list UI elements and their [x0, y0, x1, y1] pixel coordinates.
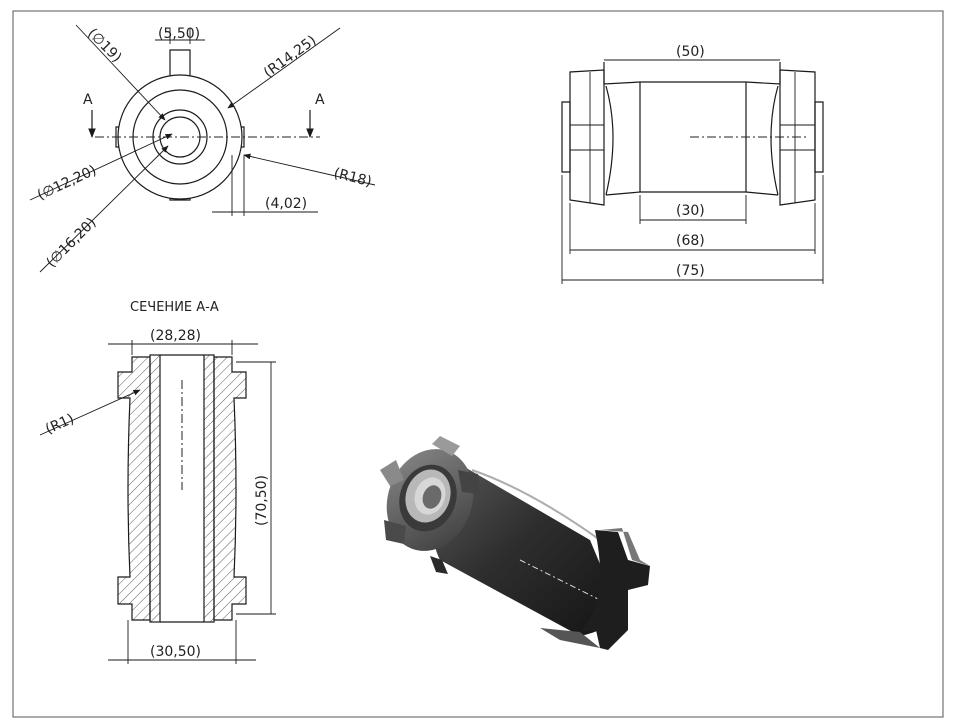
dim-50: (50): [676, 44, 705, 60]
dim-4-02: (4,02): [265, 196, 307, 212]
dim-r14-25: (R14,25): [261, 33, 320, 82]
side-view: (50) (30) (68) (75): [561, 44, 824, 284]
section-mark-left: A: [83, 92, 93, 108]
dim-75: (75): [676, 263, 705, 279]
dim-d19: (∅19): [84, 26, 124, 66]
dim-5-50: (5,50): [158, 26, 200, 42]
dim-30: (30): [676, 203, 705, 219]
sheet-frame: [12, 10, 944, 718]
dim-d12-20: (∅12,20): [35, 162, 99, 203]
section-title: СЕЧЕНИЕ А-А: [130, 300, 219, 315]
dim-r1: (R1): [43, 411, 77, 438]
section-view: СЕЧЕНИЕ А-А (28,28) (R1) (70,50) (30,50): [39, 300, 276, 664]
bushing-3d-view: [380, 436, 650, 650]
dim-28-28: (28,28): [150, 328, 201, 344]
section-mark-right: A: [315, 92, 325, 108]
dim-68: (68): [676, 233, 705, 249]
dim-30-50: (30,50): [150, 644, 201, 660]
top-view: A A (∅19) (5,50) (R14,25) (∅12,20) (∅16,…: [29, 24, 376, 273]
dim-70-50: (70,50): [254, 475, 270, 526]
dim-d16-20: (∅16,20): [44, 215, 100, 271]
dim-r18: (R18): [332, 165, 373, 190]
